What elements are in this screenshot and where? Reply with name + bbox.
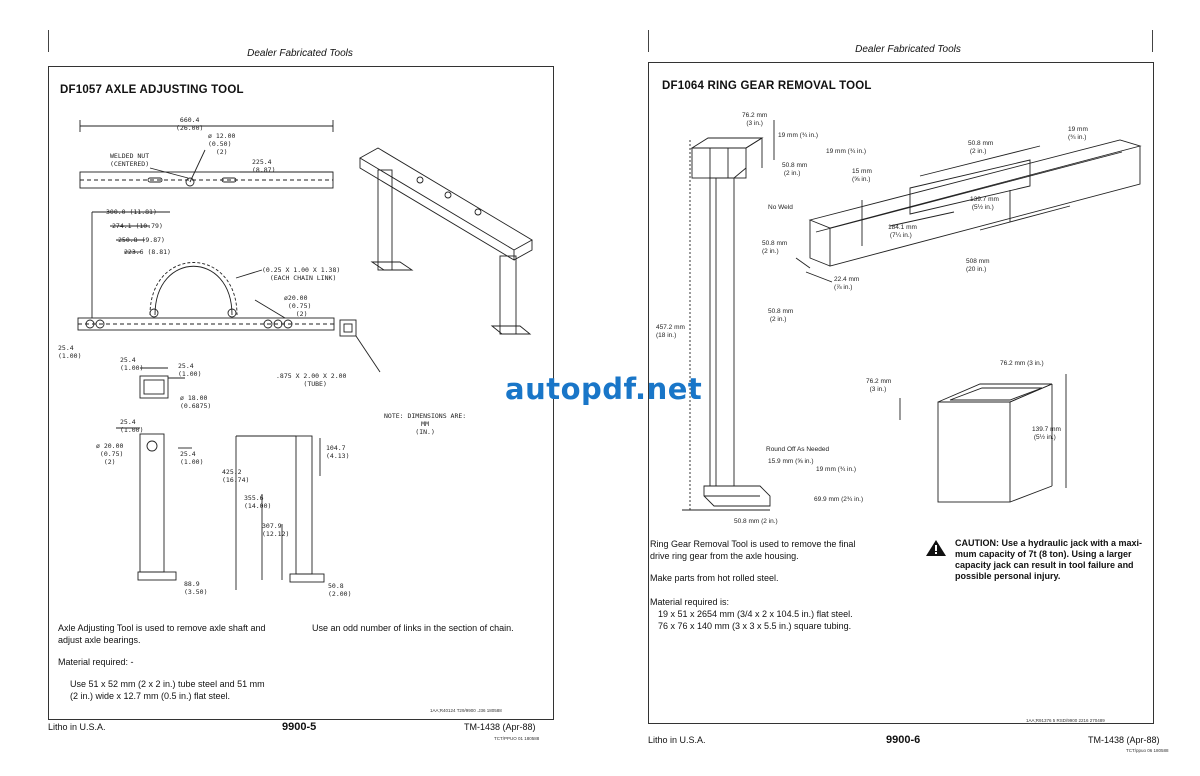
dim-label: ø 18.00(0.6875): [180, 394, 212, 410]
page-header: Dealer Fabricated Tools: [247, 48, 353, 59]
doc-code: 1AA;R91376 5 RSD/9900 2216 270489: [1026, 718, 1105, 723]
doc-code: 1AA;R40124 T29/9900 .J36 180588: [430, 708, 502, 713]
caution-text: CAUTION: Use a hydraulic jack with a max…: [955, 538, 1143, 581]
page-number: 9900-5: [282, 721, 317, 733]
dim-label: 355.6(14.00): [244, 494, 272, 510]
dim-label: 19 mm (¾ in.): [816, 466, 857, 473]
dim-label: 19 mm(¾ in.): [1068, 126, 1088, 141]
tool-title: DF1057 AXLE ADJUSTING TOOL: [60, 84, 244, 96]
axle-tool-drawing: [77, 120, 533, 590]
dim-label: 25.4(1.00): [120, 356, 144, 372]
dim-label: 307.9(12.12): [262, 522, 290, 538]
header-rule: [648, 30, 649, 52]
dim-label: 250.8 (9.87): [118, 236, 165, 244]
dim-label: 69.9 mm (2¾ in.): [814, 496, 864, 503]
content-frame: [648, 62, 1154, 724]
footer-manual: TM-1438 (Apr-88): [1088, 735, 1160, 745]
dim-label: 425.2(16.74): [222, 468, 250, 484]
dim-label: 15 mm(⅝ in.): [852, 168, 872, 183]
dim-label: 25.4(1.00): [58, 344, 82, 360]
dim-label: 76.2 mm(3 in.): [742, 112, 768, 127]
round-note: Round Off As Needed: [766, 446, 830, 453]
dim-label: 88.9(3.50): [184, 580, 208, 596]
dim-label: 50.8(2.00): [328, 582, 352, 598]
content-frame: [48, 66, 554, 720]
hot-rolled-note: Make parts from hot rolled steel.: [650, 573, 779, 583]
dim-label: 50.8 mm (2 in.): [734, 518, 778, 525]
dim-label: 225.4(8.87): [252, 158, 276, 174]
footer-litho: Litho in U.S.A.: [48, 722, 106, 732]
dim-label: ø20.00 (0.75) (2): [284, 294, 312, 318]
dim-label: 22.4 mm(⅞ in.): [834, 276, 860, 291]
no-weld-label: No Weld: [768, 204, 793, 211]
chain-note: Use an odd number of links in the sectio…: [312, 623, 514, 633]
dim-label: 19 mm (¾ in.): [826, 148, 867, 155]
description: Axle Adjusting Tool is used to remove ax…: [58, 623, 266, 645]
dim-label: 274.1 (10.79): [112, 222, 163, 230]
dim-label: (0.25 X 1.00 X 1.38) (EACH CHAIN LINK): [262, 266, 341, 282]
dim-label: 76.2 mm (3 in.): [866, 378, 892, 393]
dim-label: 660.4(26.00): [176, 116, 204, 132]
dim-label: 76.2 mm (3 in.): [1000, 360, 1044, 367]
material-label: Material required is:: [650, 597, 730, 607]
left-page: Dealer Fabricated Tools DF1057 AXLE ADJU…: [48, 30, 554, 741]
dim-label: 300.0 (11.81): [106, 208, 157, 216]
material-list: 19 x 51 x 2654 mm (3/4 x 2 x 104.5 in.) …: [658, 609, 853, 631]
dim-label: 184.1 mm (7¼ in.): [888, 224, 917, 239]
dim-label: 19 mm (¾ in.): [778, 132, 819, 139]
dim-label: 50.8 mm (2 in.): [768, 308, 794, 323]
right-page: Dealer Fabricated Tools DF1064 RING GEAR…: [600, 0, 1200, 776]
dim-label: ø 12.00(0.50) (2): [208, 132, 236, 156]
dim-label: 25.4(1.00): [120, 418, 144, 434]
dim-label: 50.8 mm (2 in.): [968, 140, 994, 155]
dim-label: 223.6 (8.81): [124, 248, 171, 256]
footer-code: TCT/ppuo 06 180588: [1126, 748, 1169, 753]
material-list: Use 51 x 52 mm (2 x 2 in.) tube steel an…: [70, 679, 265, 701]
footer-code: TCT/PPUO 01 180588: [494, 736, 540, 741]
dim-label: 50.8 mm(2 in.): [762, 240, 788, 255]
material-label: Material required: -: [58, 657, 134, 667]
caution-icon: [926, 540, 946, 556]
header-rule: [48, 30, 49, 52]
dimension-note: NOTE: DIMENSIONS ARE:MM(IN.): [384, 412, 467, 436]
page-number: 9900-6: [886, 734, 921, 746]
tool-title: DF1064 RING GEAR REMOVAL TOOL: [662, 80, 872, 92]
dim-label: ø 20.00 (0.75) (2): [96, 442, 124, 466]
ring-gear-tool-drawing: [682, 120, 1142, 511]
description: Ring Gear Removal Tool is used to remove…: [650, 539, 856, 561]
dim-label: 104.7(4.13): [326, 444, 350, 460]
dim-label: 25.4(1.00): [178, 362, 202, 378]
footer-manual: TM-1438 (Apr-88): [464, 722, 536, 732]
header-rule: [1152, 30, 1153, 52]
dim-label: WELDED NUT(CENTERED): [110, 152, 150, 168]
dim-label: 15.9 mm (⅝ in.): [768, 458, 814, 465]
dim-label: 25.4(1.00): [180, 450, 204, 466]
watermark: autopdf.net: [505, 372, 703, 406]
dim-label: 457.2 mm(18 in.): [656, 324, 685, 339]
dim-label: 50.8 mm (2 in.): [782, 162, 808, 177]
dim-label: .875 X 2.00 X 2.00 (TUBE): [276, 372, 347, 388]
footer-litho: Litho in U.S.A.: [648, 735, 706, 745]
dim-label: 139.7 mm (5½ in.): [970, 196, 999, 211]
dim-label: 508 mm(20 in.): [966, 258, 990, 273]
page-header: Dealer Fabricated Tools: [855, 44, 961, 55]
dim-label: 139.7 mm (5½ in.): [1032, 426, 1061, 441]
